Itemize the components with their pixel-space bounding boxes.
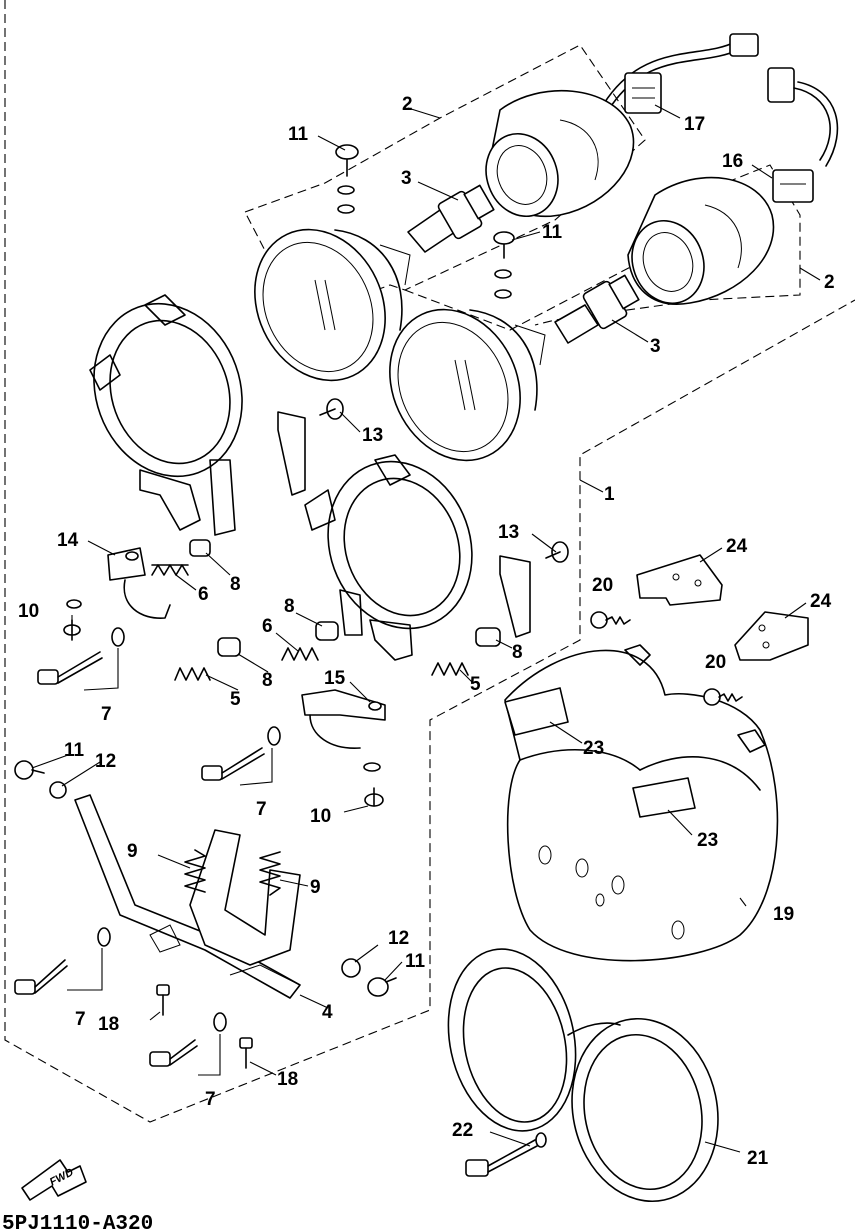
callout-22: 22 — [452, 1120, 473, 1141]
callout-18: 18 — [98, 1014, 119, 1035]
callout-5: 5 — [470, 674, 481, 695]
diagram-code: 5PJ1110-A320 — [2, 1213, 153, 1232]
screw-11-mid — [493, 231, 515, 299]
screw-7-upper — [37, 627, 125, 685]
pad-24-upper — [636, 554, 723, 606]
callout-10: 10 — [310, 806, 331, 827]
callout-8: 8 — [284, 596, 295, 617]
callout-11: 11 — [288, 124, 309, 145]
callout-11: 11 — [542, 222, 563, 243]
adjuster-14 — [107, 547, 171, 619]
callout-21: 21 — [747, 1148, 769, 1169]
callout-16: 16 — [722, 151, 743, 172]
bulb-socket-housing-upper — [485, 90, 635, 218]
headlight-lens-lower — [389, 308, 546, 462]
rubber-8-left — [217, 637, 241, 657]
screw-7-lower — [149, 1012, 227, 1067]
headlight-lens-upper — [254, 228, 411, 382]
stay-bracket-4 — [74, 794, 301, 999]
screw-7-lower-left — [14, 927, 111, 995]
callout-2: 2 — [402, 94, 413, 115]
headlight-rim-21 — [447, 948, 719, 1203]
callout-23: 23 — [583, 738, 604, 759]
bracket-13-left — [277, 398, 344, 496]
callout-2: 2 — [824, 272, 835, 293]
leader-lines — [31, 104, 821, 1153]
callout-7: 7 — [256, 799, 267, 820]
adjuster-15 — [301, 689, 386, 749]
mounting-ring-center — [304, 454, 473, 661]
callout-11: 11 — [64, 740, 85, 761]
callout-10: 10 — [18, 601, 39, 622]
callout-8: 8 — [262, 670, 273, 691]
callout-24: 24 — [726, 536, 748, 557]
callout-13: 13 — [362, 425, 383, 446]
callout-labels: 1 2 2 3 3 4 5 5 6 6 7 7 7 7 8 8 8 8 9 9 … — [18, 94, 835, 1169]
bracket-13-right — [499, 541, 569, 638]
fwd-direction-arrow: FWD — [21, 1159, 87, 1201]
wire-harness-17 — [599, 33, 759, 115]
callout-9: 9 — [127, 841, 138, 862]
wire-harness-16 — [767, 67, 839, 203]
washer-12-right — [341, 958, 361, 978]
assembly-outline-1 — [4, 0, 855, 1123]
callout-19: 19 — [773, 904, 794, 925]
screw-11-lower-right — [367, 977, 397, 997]
callout-8: 8 — [230, 574, 241, 595]
spring-5-left — [174, 667, 211, 681]
rubber-8-right — [475, 627, 501, 647]
callout-23: 23 — [697, 830, 718, 851]
callout-18: 18 — [277, 1069, 298, 1090]
pad-23-lower — [632, 777, 696, 818]
pad-24-lower — [734, 611, 809, 661]
spring-9-left — [184, 849, 206, 893]
callout-3: 3 — [650, 336, 661, 357]
callout-7: 7 — [75, 1009, 86, 1030]
callout-7: 7 — [101, 704, 112, 725]
screw-11-top — [335, 144, 359, 214]
callout-15: 15 — [324, 668, 346, 689]
callout-9: 9 — [310, 877, 321, 898]
bolt-22 — [465, 1132, 547, 1177]
bulb-lower — [554, 274, 640, 344]
callout-6: 6 — [198, 584, 209, 605]
callout-11: 11 — [405, 951, 426, 972]
callout-3: 3 — [401, 168, 412, 189]
callout-20: 20 — [705, 652, 726, 673]
callout-12: 12 — [388, 928, 409, 949]
callout-13: 13 — [498, 522, 519, 543]
bolt-18-left — [156, 984, 170, 1016]
callout-20: 20 — [592, 575, 613, 596]
bulb-upper — [407, 184, 495, 253]
callout-24: 24 — [810, 591, 832, 612]
screw-20-lower — [703, 688, 743, 706]
rubber-8-mid — [315, 621, 339, 641]
spring-6-upper — [151, 564, 189, 576]
callout-14: 14 — [57, 530, 79, 551]
screw-7-mid — [201, 726, 281, 781]
bolt-18-right — [239, 1037, 253, 1069]
spring-6-mid — [281, 647, 319, 661]
rubber-8-upper — [189, 539, 211, 557]
screw-20-upper — [590, 611, 631, 629]
mounting-ring-left — [89, 294, 243, 536]
spring-5-right — [431, 662, 469, 676]
callout-17: 17 — [684, 114, 705, 135]
callout-6: 6 — [262, 616, 273, 637]
screw-10-lower — [363, 762, 384, 807]
spring-9-right — [259, 851, 281, 896]
callout-5: 5 — [230, 689, 241, 710]
callout-8: 8 — [512, 642, 523, 663]
bulb-socket-housing-lower — [627, 176, 775, 305]
callout-4: 4 — [322, 1002, 333, 1023]
callout-7: 7 — [205, 1089, 216, 1110]
screw-11-lower-left — [14, 760, 67, 799]
callout-1: 1 — [604, 484, 615, 505]
callout-12: 12 — [95, 751, 116, 772]
